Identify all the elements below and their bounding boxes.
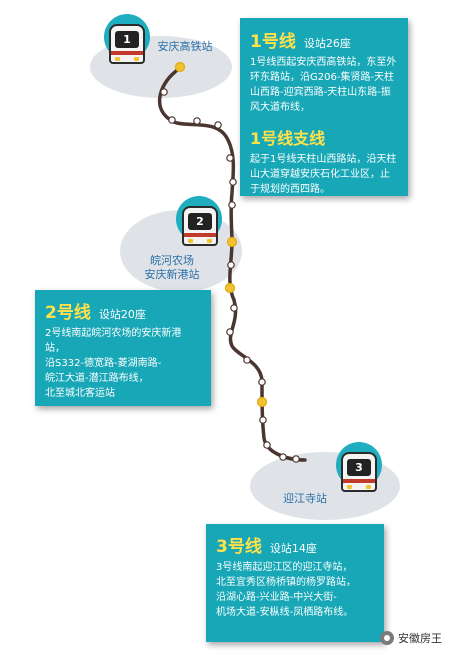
station-dot [230, 304, 238, 312]
station-dot [243, 356, 251, 364]
station-dot [160, 88, 168, 96]
station-label-middle: 皖河农场 安庆新港站 [144, 254, 200, 281]
line3-count: 设站14座 [269, 542, 317, 555]
line1-name: 1号线 [250, 32, 296, 52]
station-dot [193, 117, 201, 125]
station-dot [227, 261, 235, 269]
line3-card: 3号线设站14座 3号线南起迎江区的迎江寺站， 北至宜秀区杨桥镇的杨罗路站， 沿… [206, 524, 384, 642]
line1-count: 设站26座 [303, 37, 351, 50]
line1-branch-name: 1号线支线 [250, 129, 326, 148]
transfer-station-dot [226, 236, 238, 248]
transfer-station-dot [256, 396, 268, 408]
line2-card: 2号线设站20座 2号线南起皖河农场的安庆新港站， 沿S332-德宽路-菱湖南路… [35, 290, 211, 406]
station-dot [226, 328, 234, 336]
station-dot [258, 378, 266, 386]
line2-count: 设站20座 [98, 308, 146, 321]
station-label-top: 安庆高铁站 [157, 40, 213, 53]
train-icon-2: 2 [182, 206, 218, 246]
watermark: 安徽房王 [380, 630, 442, 646]
line1-branch-desc: 起于1号线天柱山西路站，沿天柱山大道穿越安庆石化工业区，止于规划的西四路。 [250, 154, 397, 195]
line1-desc: 1号线西起安庆西高铁站，东至外环东路站，沿G206-集贤路-天柱山西路-迎宾西路… [250, 57, 397, 113]
train-icon-1: 1 [109, 24, 145, 64]
line3-name: 3号线 [216, 537, 262, 557]
station-dot [228, 201, 236, 209]
station-dot [226, 154, 234, 162]
line3-desc: 3号线南起迎江区的迎江寺站， 北至宜秀区杨桥镇的杨罗路站， 沿湖心路-兴业路-中… [216, 562, 356, 618]
station-dot [214, 121, 222, 129]
station-dot [279, 453, 287, 461]
station-dot [168, 116, 176, 124]
transfer-station-dot [224, 282, 236, 294]
station-dot [292, 455, 300, 463]
line1-card: 1号线设站26座 1号线西起安庆西高铁站，东至外环东路站，沿G206-集贤路-天… [240, 18, 408, 196]
watermark-text: 安徽房王 [398, 632, 442, 645]
wechat-icon [380, 631, 394, 645]
station-dot [259, 416, 267, 424]
line2-name: 2号线 [45, 303, 91, 323]
train-icon-3: 3 [341, 452, 377, 492]
route-line [157, 65, 307, 462]
transfer-station-dot [174, 61, 186, 73]
station-dot [229, 178, 237, 186]
station-dot [263, 441, 271, 449]
station-label-bottom: 迎江寺站 [283, 492, 327, 505]
line2-desc: 2号线南起皖河农场的安庆新港站， 沿S332-德宽路-菱湖南路- 皖江大道-潜江… [45, 328, 182, 399]
